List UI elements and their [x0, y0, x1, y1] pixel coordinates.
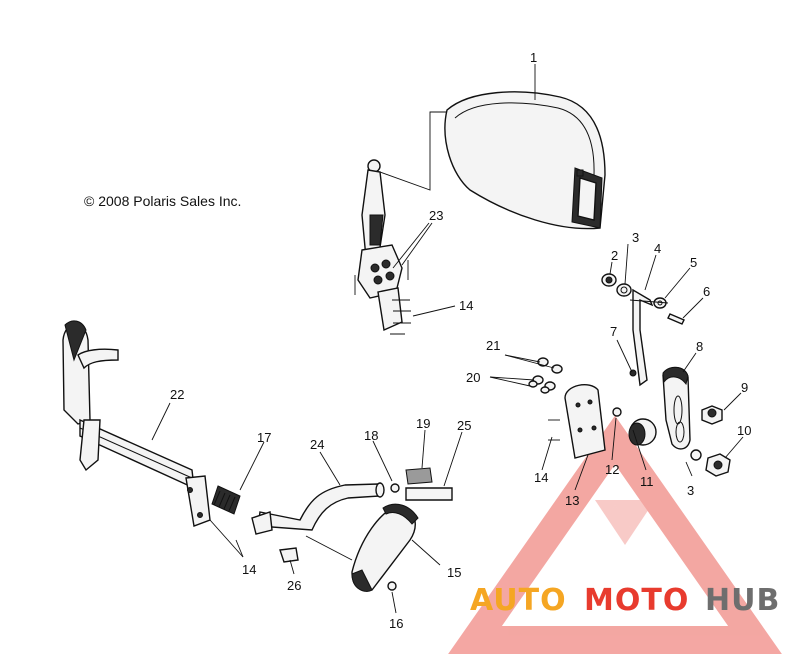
callout-12: 12 — [605, 462, 619, 477]
callout-7: 7 — [610, 324, 617, 339]
callout-4: 4 — [654, 241, 661, 256]
callout-1: 1 — [530, 50, 537, 65]
callout-9: 9 — [741, 380, 748, 395]
watermark-hub: HUB — [705, 583, 780, 618]
callout-22: 22 — [170, 387, 184, 402]
callout-23: 23 — [429, 208, 443, 223]
callout-14-hinge: 14 — [459, 298, 473, 313]
callout-3-lower: 3 — [687, 483, 694, 498]
backrest-pad — [444, 91, 606, 230]
callout-13: 13 — [565, 493, 579, 508]
callout-26: 26 — [287, 578, 301, 593]
callout-16: 16 — [389, 616, 403, 631]
callout-24: 24 — [310, 437, 324, 452]
callout-20: 20 — [466, 370, 480, 385]
handle-assembly — [211, 467, 453, 592]
grab-bar-frame — [62, 320, 211, 527]
callout-6: 6 — [703, 284, 710, 299]
callout-11: 11 — [640, 474, 654, 489]
callout-21: 21 — [486, 338, 500, 353]
mount-hardware — [601, 273, 685, 387]
callout-14-plate: 14 — [534, 470, 548, 485]
mount-plate — [564, 384, 657, 459]
callout-18: 18 — [364, 428, 378, 443]
leader-lines — [151, 64, 744, 614]
watermark-auto: AUTO — [470, 583, 567, 618]
callout-2: 2 — [611, 248, 618, 263]
backrest-hinge-bracket — [354, 111, 447, 335]
callout-10: 10 — [737, 423, 751, 438]
watermark-text: AUTO MOTO HUB — [470, 583, 780, 618]
callout-14-frame: 14 — [242, 562, 256, 577]
adjuster-knobs — [690, 405, 731, 477]
callout-25: 25 — [457, 418, 471, 433]
plate-fasteners — [528, 357, 563, 441]
callout-19: 19 — [416, 416, 430, 431]
copyright-text: © 2008 Polaris Sales Inc. — [84, 193, 241, 209]
adjuster-bracket — [662, 366, 691, 450]
callout-labels: 1 2 3 4 5 6 7 8 9 10 11 12 13 3 14 14 14… — [170, 50, 751, 631]
callout-8: 8 — [696, 339, 703, 354]
callout-5: 5 — [690, 255, 697, 270]
callout-17: 17 — [257, 430, 271, 445]
callout-15: 15 — [447, 565, 461, 580]
callout-3: 3 — [632, 230, 639, 245]
watermark-moto: MOTO — [584, 583, 689, 618]
watermark-logo — [448, 415, 782, 654]
